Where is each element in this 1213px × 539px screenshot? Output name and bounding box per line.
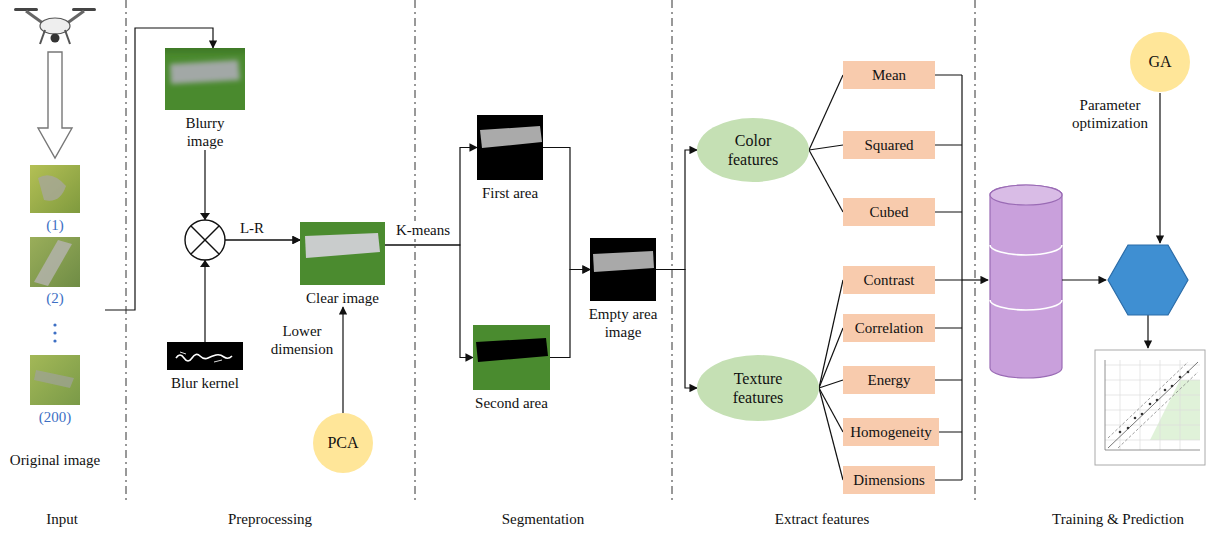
image-node: Empty area image xyxy=(583,238,663,341)
image-node: Second area xyxy=(466,325,558,412)
feature-box: Homogeneity xyxy=(843,418,939,446)
original-image-tiles xyxy=(30,165,80,405)
node-text: Squared xyxy=(864,136,913,154)
shape-outline xyxy=(697,118,809,182)
section-divider xyxy=(126,0,975,500)
box-fill xyxy=(843,198,935,226)
model-hexagon xyxy=(1108,245,1188,315)
feature-group-ellipse: Texture features xyxy=(697,355,819,421)
connector xyxy=(656,150,697,270)
image-number: (2) xyxy=(46,289,64,307)
section-label: Input xyxy=(46,510,78,528)
node-text: Homogeneity xyxy=(850,423,932,441)
node-text: PCA xyxy=(327,433,358,452)
node-text: Energy xyxy=(867,371,910,389)
image-frame xyxy=(300,222,385,285)
clear-image-tile xyxy=(300,222,385,285)
image-frame xyxy=(473,325,550,390)
edge-label: Lower dimension xyxy=(268,322,336,358)
node-text: Color features xyxy=(717,131,789,169)
image-node: Blur kernel xyxy=(159,342,251,392)
node-text: GA xyxy=(1148,52,1171,71)
connector xyxy=(809,150,843,212)
image-number: (1) xyxy=(46,216,64,234)
image-caption: Original image xyxy=(5,451,105,469)
connector xyxy=(819,388,843,480)
node-text: Dimensions xyxy=(853,471,925,489)
box-fill xyxy=(843,314,935,342)
node-text: Mean xyxy=(872,66,906,84)
image-caption: Second area xyxy=(466,394,558,412)
image-caption: Blurry image xyxy=(173,114,237,150)
second-area-tile xyxy=(473,325,550,390)
drone-icon xyxy=(14,8,96,44)
connector xyxy=(809,75,843,150)
connector xyxy=(809,145,843,150)
ellipse-fill xyxy=(697,355,819,421)
box-fill xyxy=(843,131,935,159)
box-fill xyxy=(843,366,935,394)
ellipse-fill xyxy=(313,413,373,473)
image-node: First area xyxy=(468,115,552,202)
shape-outline xyxy=(697,355,819,421)
feature-box: Dimensions xyxy=(843,466,935,494)
section-label: Training & Prediction xyxy=(1052,510,1184,528)
connector xyxy=(656,270,697,389)
image-caption: Blur kernel xyxy=(159,374,251,392)
image-caption: Empty area image xyxy=(583,305,663,341)
connector xyxy=(819,388,843,432)
image-number: (200) xyxy=(39,408,72,426)
box-fill xyxy=(843,266,935,294)
annotation-label: Parameter optimization xyxy=(1066,96,1154,132)
feature-group-ellipse: Color features xyxy=(697,118,809,182)
ellipse-fill xyxy=(697,118,809,182)
section-label: Extract features xyxy=(775,510,870,528)
database-cylinder xyxy=(990,185,1062,378)
box-fill xyxy=(843,466,935,494)
feature-box: Energy xyxy=(843,366,935,394)
node-text: Contrast xyxy=(864,271,915,289)
section-label: Segmentation xyxy=(502,510,585,528)
image-node: Clear image xyxy=(295,222,390,307)
feature-box: Cubed xyxy=(843,198,935,226)
blur-kernel-tile xyxy=(167,342,243,370)
connector xyxy=(819,328,843,388)
box-fill xyxy=(843,61,935,89)
image-caption: First area xyxy=(468,184,552,202)
image-frame xyxy=(477,115,543,180)
feature-box: Mean xyxy=(843,61,935,89)
empty-area-tile xyxy=(590,238,656,301)
image-caption: Clear image xyxy=(295,289,390,307)
connector xyxy=(819,380,843,388)
section-label: Preprocessing xyxy=(228,510,312,528)
image-node: Blurry image xyxy=(173,48,237,150)
operation-label: L-R xyxy=(240,219,264,237)
node-text: Texture features xyxy=(722,369,794,407)
ellipse-fill xyxy=(1130,32,1190,92)
edge-label: K-means xyxy=(390,221,456,239)
node-text: Cubed xyxy=(869,203,908,221)
box-fill xyxy=(843,418,939,446)
multiply-operator xyxy=(185,213,225,267)
connector xyxy=(550,270,590,358)
method-circle: PCA xyxy=(313,413,373,473)
feature-box: Squared xyxy=(843,131,935,159)
image-frame xyxy=(167,342,243,370)
first-area-tile xyxy=(477,115,543,180)
image-frame xyxy=(590,238,656,301)
connector xyxy=(543,148,590,270)
connector xyxy=(385,148,477,246)
connector xyxy=(385,245,473,358)
hollow-arrow xyxy=(38,52,72,158)
connector xyxy=(819,280,843,388)
node-text: Correlation xyxy=(855,319,923,337)
prediction-chart xyxy=(1095,350,1205,465)
connector xyxy=(342,307,343,413)
blurry-image-tile xyxy=(165,48,245,110)
image-frame xyxy=(173,48,253,110)
feature-box: Correlation xyxy=(843,314,935,342)
method-circle: GA xyxy=(1130,32,1190,92)
feature-box: Contrast xyxy=(843,266,935,294)
